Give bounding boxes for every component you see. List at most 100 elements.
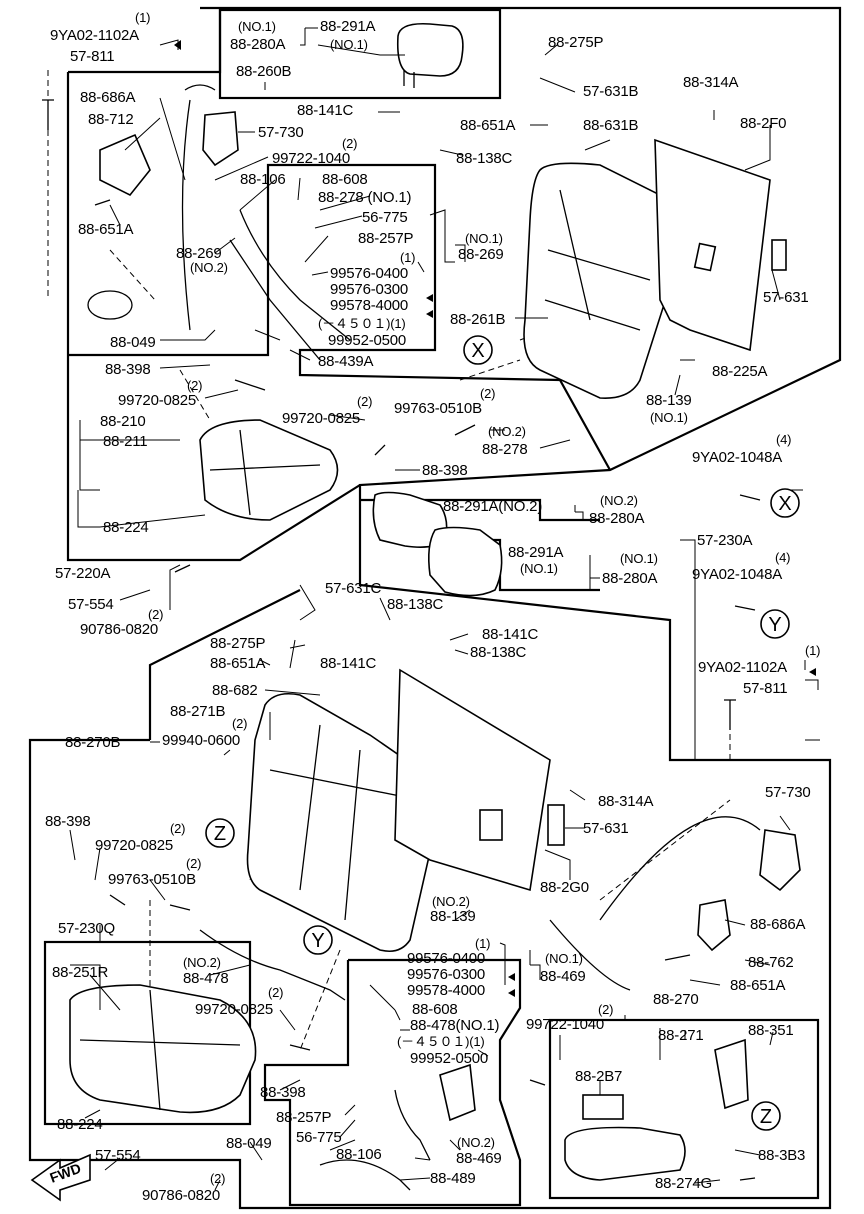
label-qty: (2) bbox=[170, 821, 185, 836]
label-part: 57-220A bbox=[55, 565, 111, 582]
label-part: 88-275P bbox=[548, 34, 604, 51]
back-board-upper bbox=[654, 138, 771, 352]
label-part: 88-138C bbox=[456, 150, 513, 167]
label-part: 99576-0300 bbox=[407, 966, 485, 983]
label-part: 90786-0820 bbox=[142, 1187, 220, 1204]
label-part: 88-271B bbox=[170, 703, 226, 720]
label-part: 88-762 bbox=[748, 954, 794, 971]
label-part: 99763-0510B bbox=[108, 871, 196, 888]
label-qty: (2) bbox=[342, 136, 357, 151]
label-part: 88-398 bbox=[260, 1084, 306, 1101]
headrest2-box-top bbox=[360, 498, 600, 522]
label-qty: (1) bbox=[400, 250, 415, 265]
marker-x-2 bbox=[770, 488, 800, 518]
label-part: 88-398 bbox=[422, 462, 468, 479]
label-part: 88-257P bbox=[276, 1109, 332, 1126]
outer-frame bbox=[28, 6, 842, 1210]
label-note: (NO.1) bbox=[545, 951, 583, 966]
label-part: 88-260B bbox=[236, 63, 292, 80]
label-note: (NO.2) bbox=[190, 260, 228, 275]
label-part: 88-251R bbox=[52, 964, 109, 981]
bracket-rear bbox=[697, 899, 731, 952]
label-part: 88-2B7 bbox=[575, 1068, 622, 1085]
label-part: 88-049 bbox=[226, 1135, 272, 1152]
label-note: (－４５０１)(1) bbox=[397, 1034, 485, 1049]
label-note: (－４５０１)(1) bbox=[318, 316, 406, 331]
label-part: 57-230A bbox=[697, 532, 753, 549]
label-part: 88-489 bbox=[430, 1170, 476, 1187]
label-part: 88-291A bbox=[320, 18, 376, 35]
label-part: 99576-0400 bbox=[407, 950, 485, 967]
marker-z-1-label: Z bbox=[214, 823, 226, 845]
label-part: 88-314A bbox=[683, 74, 739, 91]
label-qty: (4) bbox=[776, 432, 791, 447]
label-qty: (2) bbox=[357, 394, 372, 409]
cushion-upper bbox=[199, 419, 339, 521]
label-part: 88-224 bbox=[103, 519, 149, 536]
marker-x-1-label: X bbox=[471, 340, 484, 362]
label-part: 88-2G0 bbox=[540, 879, 589, 896]
label-part: 88-106 bbox=[336, 1146, 382, 1163]
label-part: 88-271 bbox=[658, 1027, 704, 1044]
label-note: (NO.1) bbox=[330, 37, 368, 52]
label-part: 88-138C bbox=[470, 644, 527, 661]
label-part: 88-398 bbox=[45, 813, 91, 830]
label-part: 99952-0500 bbox=[328, 332, 406, 349]
label-part: 57-631C bbox=[325, 580, 382, 597]
label-part: 57-554 bbox=[68, 596, 114, 613]
label-part: 88-274G bbox=[655, 1175, 712, 1192]
label-part: 88-141C bbox=[297, 102, 354, 119]
label-part: 88-261B bbox=[450, 311, 506, 328]
label-part: 99578-4000 bbox=[330, 297, 408, 314]
label-part: 88-049 bbox=[110, 334, 156, 351]
label-qty: (1) bbox=[805, 643, 820, 658]
headrest-top bbox=[396, 22, 464, 77]
label-part: 88-351 bbox=[748, 1022, 794, 1039]
part-labels: (1) 9YA02-1102A 57-811 (NO.1) 88-291A 88… bbox=[45, 10, 820, 1204]
latch-lower bbox=[439, 1063, 476, 1122]
label-qty: (2) bbox=[186, 856, 201, 871]
label-part: 90786-0820 bbox=[80, 621, 158, 638]
label-part: 88-139 bbox=[646, 392, 692, 409]
label-part: 88-478(NO.1) bbox=[410, 1017, 500, 1034]
label-part: 9YA02-1102A bbox=[698, 659, 787, 676]
arrow-indicators bbox=[174, 40, 816, 997]
label-part: 99952-0500 bbox=[410, 1050, 488, 1067]
label-part: 88-269 bbox=[176, 245, 222, 262]
reference-markers: X X Y Y Z Z bbox=[205, 335, 800, 1131]
label-qty: (2) bbox=[148, 607, 163, 622]
label-note: (NO.2) bbox=[600, 493, 638, 508]
marker-z-2-label: Z bbox=[760, 1106, 772, 1128]
label-part: 88-211 bbox=[103, 433, 147, 450]
label-note: (NO.1) bbox=[520, 561, 558, 576]
marker-y-1 bbox=[303, 925, 333, 955]
label-part: 88-608 bbox=[322, 171, 368, 188]
label-part: 99578-4000 bbox=[407, 982, 485, 999]
leader-lines bbox=[69, 27, 820, 1191]
label-qty: (2) bbox=[210, 1171, 225, 1186]
label-part: 56-775 bbox=[296, 1129, 342, 1146]
label-part: 88-3B3 bbox=[758, 1147, 805, 1164]
label-part: 88-469 bbox=[456, 1150, 502, 1167]
label-part: 88-257P bbox=[358, 230, 414, 247]
marker-z-2 bbox=[751, 1101, 781, 1131]
label-part: 88-712 bbox=[88, 111, 134, 128]
label-part: 88-280A bbox=[602, 570, 658, 587]
label-qty: (1) bbox=[475, 936, 490, 951]
label-note: (NO.1) bbox=[650, 410, 688, 425]
label-part: 99720-0825 bbox=[282, 410, 360, 427]
marker-y-2 bbox=[760, 609, 790, 639]
label-part: 99940-0600 bbox=[162, 732, 240, 749]
headrest-box bbox=[218, 8, 502, 100]
label-qty: (1) bbox=[135, 10, 150, 25]
rear-frame-left bbox=[28, 738, 150, 990]
label-part: 57-230Q bbox=[58, 920, 115, 937]
label-part: 56-775 bbox=[362, 209, 408, 226]
marker-x-2-label: X bbox=[778, 493, 791, 515]
label-part: 57-631 bbox=[583, 820, 629, 837]
label-part: 99720-0825 bbox=[118, 392, 196, 409]
label-part: 88-278 (NO.1) bbox=[318, 189, 411, 206]
lower-harness-box bbox=[263, 958, 522, 1207]
